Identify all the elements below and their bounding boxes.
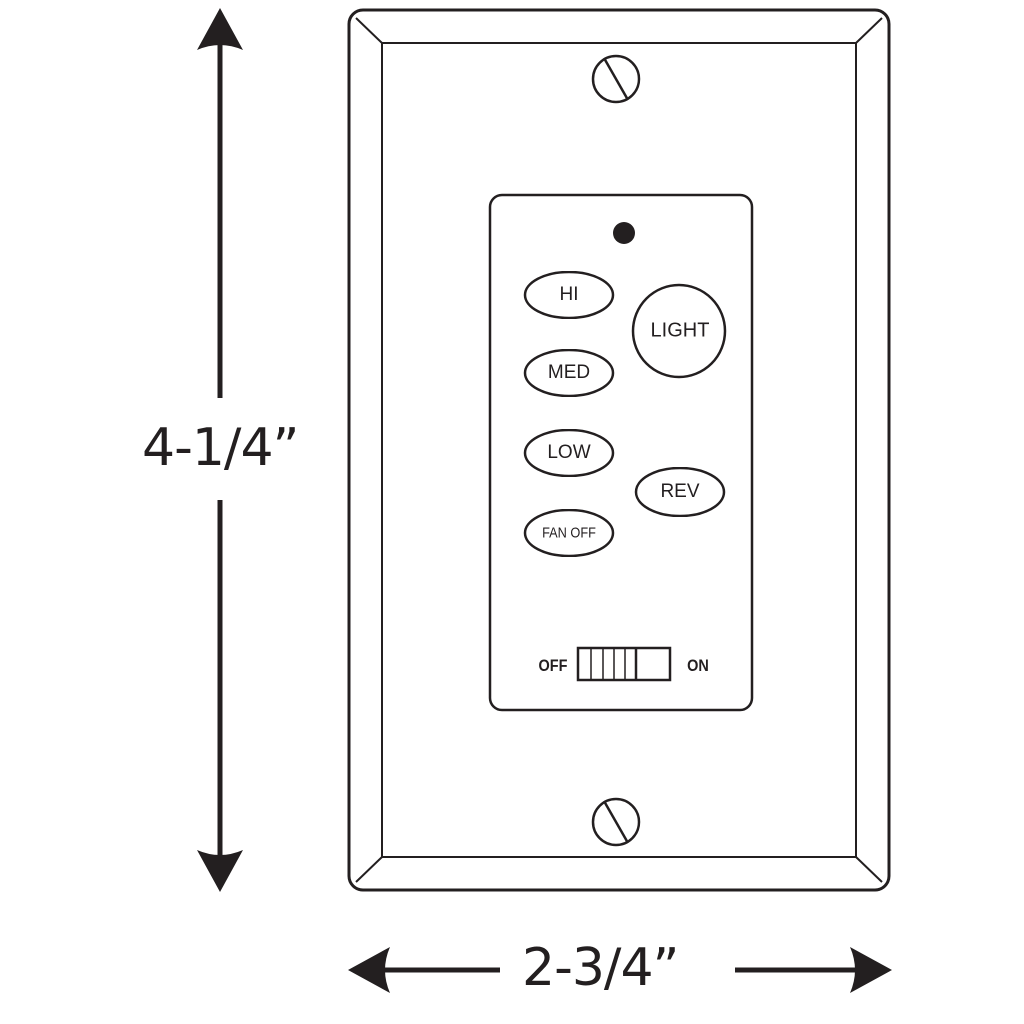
height-label: 4-1/4” <box>142 418 299 478</box>
button-hi[interactable]: HI <box>523 271 615 319</box>
slide-switch-icon <box>576 646 672 682</box>
button-fan-off[interactable]: FAN OFF <box>523 509 615 557</box>
button-light[interactable]: LIGHT <box>631 283 727 379</box>
button-light-label: LIGHT <box>650 319 710 342</box>
width-label: 2-3/4” <box>522 938 679 998</box>
button-low[interactable]: LOW <box>523 429 615 477</box>
horizontal-double-arrow-icon <box>348 947 892 993</box>
vertical-double-arrow-icon <box>197 8 243 892</box>
button-low-outline <box>523 429 615 477</box>
height-dimension: 4-1/4” <box>0 0 300 900</box>
button-rev[interactable]: REV <box>634 467 726 517</box>
button-med-label: MED <box>547 362 591 383</box>
button-hi-outline <box>523 271 615 319</box>
switch-on-label: ON <box>687 656 709 675</box>
button-fan-off-label: FAN OFF <box>542 524 596 542</box>
button-med[interactable]: MED <box>523 349 615 397</box>
switch-off-label: OFF <box>538 656 568 675</box>
button-med-outline <box>523 349 615 397</box>
width-dimension: 2-3/4” <box>330 930 910 1010</box>
button-rev-outline <box>634 467 726 517</box>
button-rev-label: REV <box>660 481 700 502</box>
button-fan-off-outline <box>523 509 615 557</box>
button-light-outline <box>631 283 727 379</box>
button-hi-label: HI <box>559 284 579 305</box>
button-low-label: LOW <box>547 442 591 463</box>
power-slide-switch[interactable] <box>576 646 672 682</box>
